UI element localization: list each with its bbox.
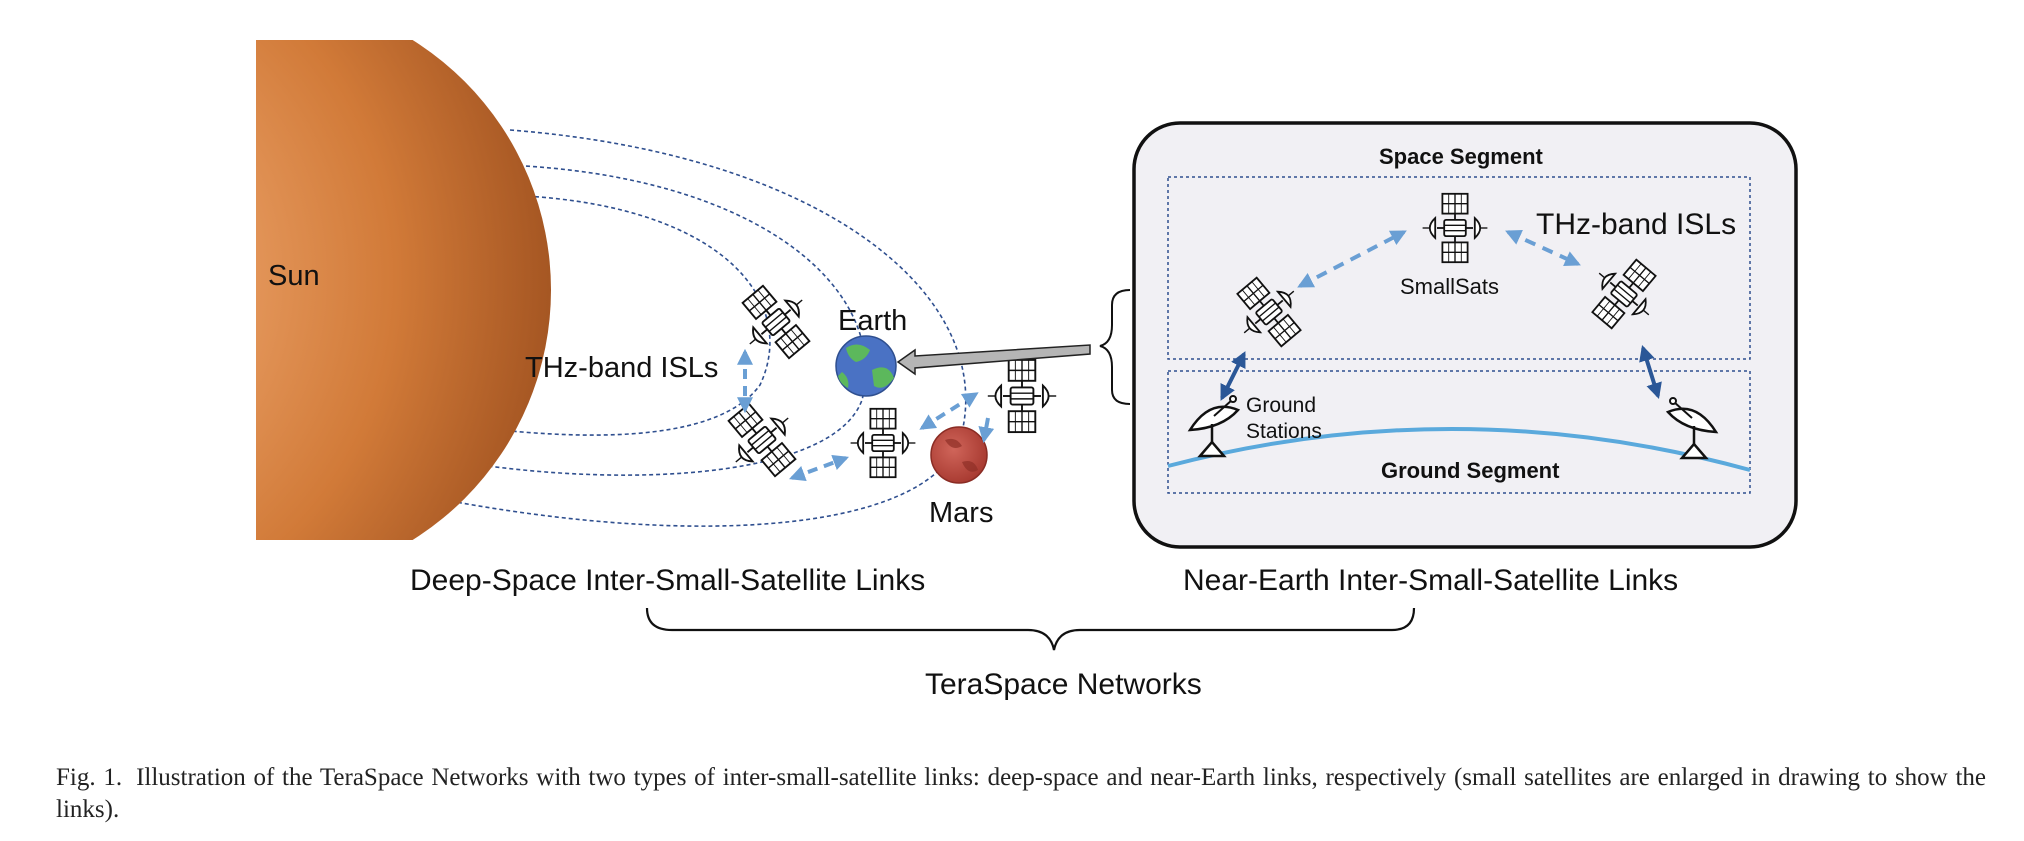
satellite-icon	[849, 407, 917, 479]
ground-stations-label-line1: Ground	[1246, 394, 1316, 417]
orbit-inner	[499, 194, 771, 436]
mars-icon	[930, 426, 988, 484]
figure-caption: Fig. 1.Illustration of the TeraSpace Net…	[56, 762, 1986, 826]
bottom-brace	[645, 607, 1416, 651]
earth-icon	[835, 335, 897, 397]
smallsats-label: SmallSats	[1400, 274, 1499, 299]
orbit-paths	[404, 129, 967, 527]
ground-segment-label: Ground Segment	[1381, 458, 1560, 483]
space-segment-label: Space Segment	[1379, 144, 1544, 169]
near-earth-isl-arrows	[1297, 230, 1581, 288]
near-earth-diagram: Space Segment Ground Segment SmallSats T…	[1099, 121, 1798, 597]
ground-segment-box	[1167, 370, 1751, 494]
near-earth-panel	[1132, 121, 1798, 549]
space-segment-box	[1167, 176, 1751, 360]
mars-label: Mars	[929, 497, 993, 529]
ground-stations-label-line2: Stations	[1246, 420, 1322, 443]
deep-space-title: Deep-Space Inter-Small-Satellite Links	[410, 564, 925, 597]
zoom-arrow	[896, 344, 1091, 376]
orbit-mars	[404, 129, 967, 527]
earth-horizon	[1167, 426, 1751, 472]
panel-brace	[1099, 289, 1131, 405]
earth-label: Earth	[838, 305, 907, 337]
sun-label: Sun	[268, 260, 320, 292]
sun-icon	[256, 40, 551, 540]
satellite-icon	[986, 358, 1058, 434]
ground-links	[1220, 344, 1662, 401]
teraspace-label: TeraSpace Networks	[925, 668, 1202, 701]
caption-figure-label: Fig. 1.	[56, 764, 123, 791]
caption-text: Illustration of the TeraSpace Networks w…	[56, 764, 1986, 823]
deep-space-isl-arrows	[737, 348, 995, 482]
orbit-earth	[459, 164, 867, 476]
deep-space-isl-label: THz-band ISLs	[525, 352, 718, 384]
near-earth-isl-label: THz-band ISLs	[1536, 208, 1736, 241]
near-earth-title: Near-Earth Inter-Small-Satellite Links	[1183, 564, 1678, 597]
deep-space-diagram: Sun Earth Mars THz-band ISLs	[256, 40, 1091, 597]
satellite-icon	[725, 271, 827, 373]
